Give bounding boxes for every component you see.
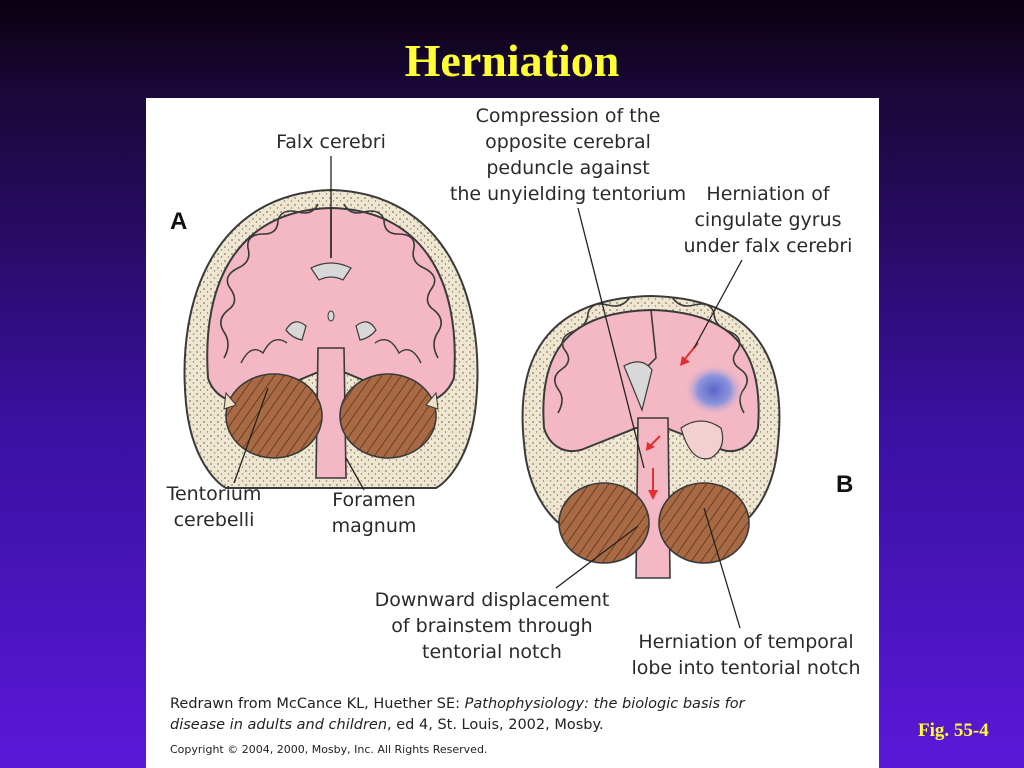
label-compression-line2: opposite cerebral	[485, 131, 651, 153]
leader-cingulate	[693, 259, 743, 349]
panel-a-letter: A	[170, 208, 187, 235]
label-downward-line2: of brainstem through	[391, 615, 592, 637]
leader-compression	[577, 207, 645, 469]
figure-caption: Redrawn from McCance KL, Huether SE: Pat…	[170, 694, 870, 736]
label-temporal-line2: lobe into tentorial notch	[631, 657, 860, 679]
displacement-arrows	[646, 342, 699, 500]
label-compression-line4: the unyielding tentorium	[450, 183, 686, 205]
herniation-figure: A Falx cerebri Tentorium cerebelli Foram…	[146, 98, 879, 768]
label-compression-line1: Compression of the	[476, 105, 661, 127]
label-foramen-line2: magnum	[332, 515, 417, 537]
label-foramen-line1: Foramen	[332, 489, 416, 511]
caption-title-2: disease in adults and children	[170, 717, 388, 733]
label-downward-line1: Downward displacement	[375, 589, 610, 611]
label-temporal-line1: Herniation of temporal	[638, 631, 853, 653]
leader-downward	[555, 525, 639, 589]
label-tentorium-line1: Tentorium	[166, 483, 262, 505]
slide-title: Herniation	[404, 35, 620, 86]
label-compression-line3: peduncle against	[486, 157, 649, 179]
panel-b-letter: B	[836, 471, 853, 498]
label-falx-cerebri: Falx cerebri	[276, 131, 386, 153]
leader-tentorium	[233, 387, 269, 484]
caption-title-1: Pathophysiology: the biologic basis for	[464, 696, 745, 712]
label-downward-line3: tentorial notch	[422, 641, 562, 663]
figure-number: Fig. 55-4	[918, 720, 989, 741]
label-tentorium-line2: cerebelli	[174, 509, 255, 531]
panel-a-brain	[183, 188, 479, 489]
copyright-notice: Copyright © 2004, 2000, Mosby, Inc. All …	[170, 743, 488, 756]
label-cingulate-line2: cingulate gyrus	[694, 209, 841, 231]
herniation-diagram: A Falx cerebri Tentorium cerebelli Foram…	[166, 105, 861, 679]
leader-temporal	[703, 507, 741, 629]
caption-suffix: , ed 4, St. Louis, 2002, Mosby.	[387, 717, 604, 733]
caption-prefix: Redrawn from McCance KL, Huether SE:	[170, 696, 465, 712]
panel-b-brain	[521, 294, 781, 579]
label-cingulate-line1: Herniation of	[706, 183, 830, 205]
label-cingulate-line3: under falx cerebri	[684, 235, 853, 257]
leader-foramen	[345, 457, 365, 491]
